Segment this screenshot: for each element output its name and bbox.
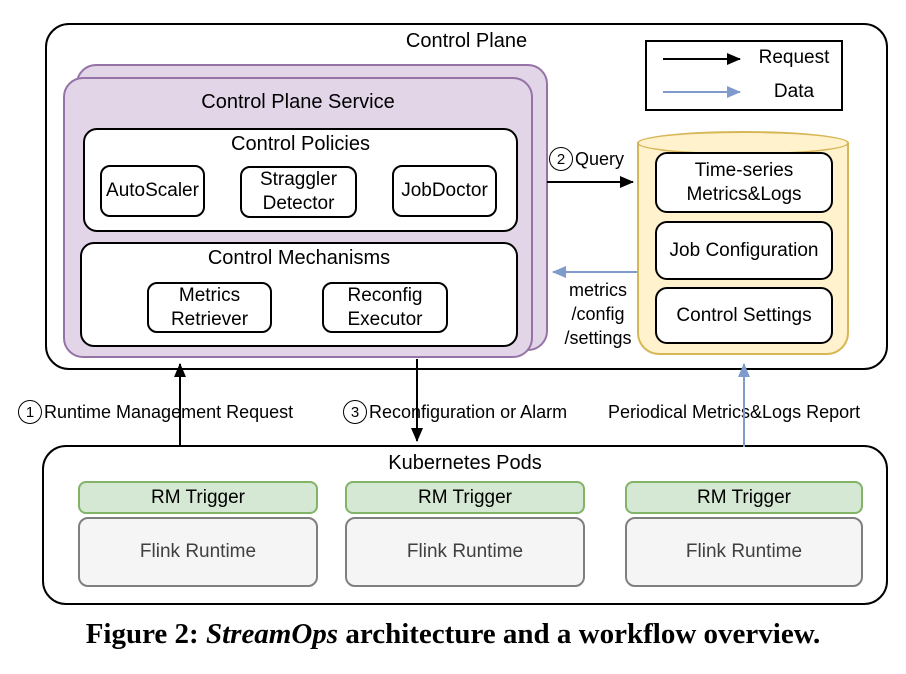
legend-box <box>645 40 843 111</box>
data-flow-line2: /config <box>571 304 625 324</box>
metrics-retriever-box: Metrics Retriever <box>147 282 272 333</box>
caption-suffix: architecture and a workflow overview. <box>338 618 821 650</box>
autoscaler-box: AutoScaler <box>100 165 205 217</box>
data-flow-line1: metrics <box>569 280 627 300</box>
flink-runtime-box: Flink Runtime <box>78 517 318 587</box>
step3-reconfiguration-annotation: 3 Reconfiguration or Alarm <box>343 400 567 424</box>
step3-label: Reconfiguration or Alarm <box>369 401 568 422</box>
periodical-report-label: Periodical Metrics&Logs Report <box>608 402 861 422</box>
flink-runtime-box: Flink Runtime <box>625 517 863 587</box>
figure-caption: Figure 2: StreamOps architecture and a w… <box>0 618 906 651</box>
straggler-detector-box: Straggler Detector <box>240 166 357 218</box>
job-configuration-box: Job Configuration <box>655 221 833 280</box>
control-settings-box: Control Settings <box>655 287 833 344</box>
control-plane-title: Control Plane <box>405 30 528 52</box>
data-flow-line3: /settings <box>564 328 632 348</box>
rm-trigger-box: RM Trigger <box>345 481 585 514</box>
kubernetes-pods-title: Kubernetes Pods <box>388 452 542 474</box>
legend-data-label: Data <box>773 81 815 102</box>
control-policies-title: Control Policies <box>231 133 370 155</box>
control-plane-service-title: Control Plane Service <box>201 91 395 113</box>
caption-prefix: Figure 2: <box>85 618 206 650</box>
control-mechanisms-title: Control Mechanisms <box>207 247 391 269</box>
reconfig-executor-box: Reconfig Executor <box>322 282 448 333</box>
step1-runtime-management-annotation: 1 Runtime Management Request <box>18 400 293 424</box>
step1-number-icon: 1 <box>18 400 42 424</box>
step2-number-icon: 2 <box>549 147 573 171</box>
step1-label: Runtime Management Request <box>44 401 294 422</box>
step2-query-annotation: 2 Query <box>549 147 624 171</box>
step3-number-icon: 3 <box>343 400 367 424</box>
timeseries-metrics-logs-box: Time-series Metrics&Logs <box>655 152 833 213</box>
caption-emphasis: StreamOps <box>205 618 339 650</box>
jobdoctor-box: JobDoctor <box>392 165 497 217</box>
data-flow-label: metrics /config /settings <box>548 278 648 350</box>
rm-trigger-box: RM Trigger <box>625 481 863 514</box>
step2-label: Query <box>575 148 625 169</box>
rm-trigger-box: RM Trigger <box>78 481 318 514</box>
flink-runtime-box: Flink Runtime <box>345 517 585 587</box>
legend-request-label: Request <box>758 47 830 68</box>
